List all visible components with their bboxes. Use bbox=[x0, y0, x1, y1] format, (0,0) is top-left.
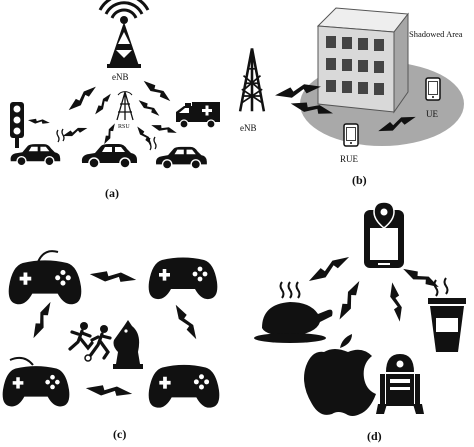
enb-label: eNB bbox=[240, 123, 257, 133]
robot-icon bbox=[376, 354, 424, 414]
ambulance-icon bbox=[176, 102, 220, 129]
rsu-label: RSU bbox=[118, 124, 130, 130]
rsu-antenna-icon bbox=[116, 91, 134, 121]
chess-knight-icon bbox=[113, 320, 143, 369]
traffic-light-icon bbox=[10, 102, 24, 148]
panel-a: eNB RSU bbox=[9, 0, 220, 200]
gamepad-icon bbox=[8, 250, 82, 305]
location-phone-icon bbox=[364, 201, 404, 268]
ue-label: UE bbox=[426, 109, 438, 119]
phone-icon bbox=[343, 123, 359, 147]
caption-d: (d) bbox=[367, 429, 382, 443]
football-players-icon bbox=[68, 322, 112, 362]
cell-tower-icon bbox=[98, 0, 150, 68]
cell-tower-icon bbox=[238, 46, 266, 113]
wireless-link-icon bbox=[27, 77, 178, 147]
panel-d: (d) bbox=[254, 201, 466, 443]
shadowed-area-label: Shadowed Area bbox=[409, 29, 463, 39]
panel-c: (c) bbox=[2, 250, 220, 441]
rue-label: RUE bbox=[340, 154, 359, 164]
building-icon bbox=[316, 7, 409, 114]
gamepad-icon bbox=[148, 257, 218, 300]
roast-chicken-icon bbox=[254, 281, 333, 343]
caption-c: (c) bbox=[113, 427, 126, 441]
gamepad-icon bbox=[2, 356, 70, 407]
phone-icon bbox=[425, 77, 441, 101]
caption-b: (b) bbox=[352, 173, 367, 187]
caption-a: (a) bbox=[105, 186, 119, 200]
car-icon bbox=[9, 128, 65, 166]
enb-label: eNB bbox=[112, 72, 129, 82]
gamepad-icon bbox=[148, 364, 220, 408]
apple-logo-icon bbox=[304, 334, 385, 416]
panel-b: Shadowed Area eNB RUE UE (b) bbox=[238, 7, 464, 187]
coffee-cup-icon bbox=[428, 277, 466, 352]
car-icon bbox=[148, 136, 208, 169]
car-icon bbox=[81, 143, 138, 168]
